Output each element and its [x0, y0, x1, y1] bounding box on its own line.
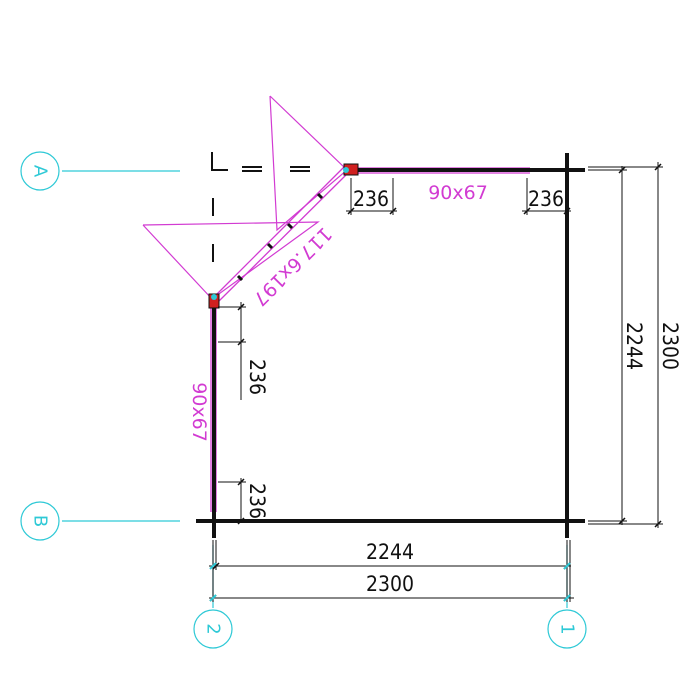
dim-label-top-left: 236 — [353, 187, 389, 211]
hidden-corner-tick — [211, 152, 228, 171]
tick-1 — [347, 207, 355, 215]
diagonal-tick-3 — [286, 222, 294, 230]
structural-walls — [196, 153, 585, 538]
hidden-corner-lines — [211, 152, 310, 262]
diagonal-ticks — [236, 192, 324, 282]
dim-label-bottom-outer: 2300 — [366, 572, 414, 596]
tick-11 — [654, 163, 662, 171]
tick-10 — [618, 517, 626, 525]
grid-label-2: 2 — [203, 623, 224, 634]
node-marker-top — [343, 167, 349, 173]
timber-members — [210, 166, 530, 512]
leader-triangle-upper — [269, 95, 348, 232]
tick-3 — [523, 207, 531, 215]
node-marker-left — [211, 294, 217, 300]
tick-9 — [618, 166, 626, 174]
grid-tick-1-a — [563, 562, 571, 570]
diagonal-beam-outline-a — [213, 166, 345, 298]
grid-bubble-b — [20, 501, 60, 541]
grid-label-a: A — [30, 165, 51, 178]
tick-7 — [237, 478, 245, 486]
dim-label-top-right: 236 — [528, 187, 564, 211]
diagonal-tick-4 — [316, 192, 324, 200]
grid-dimension-ticks — [209, 562, 571, 602]
diagonal-tick-2 — [266, 242, 274, 250]
dim-label-left-upper: 236 — [245, 359, 269, 395]
grid-bubble-1 — [547, 609, 587, 649]
grid-tick-1-b — [563, 594, 571, 602]
tick-5 — [237, 303, 245, 311]
grid-bubble-2 — [193, 609, 233, 649]
member-label-top-beam: 90x67 — [428, 182, 488, 204]
dim-label-left-lower: 236 — [245, 483, 269, 519]
dim-label-right-outer: 2300 — [658, 322, 682, 370]
tick-6 — [237, 338, 245, 346]
leader-triangles — [142, 95, 348, 300]
leader-triangle-lower — [142, 221, 320, 300]
grid-tick-2-a — [209, 562, 217, 570]
grid-label-1: 1 — [557, 623, 578, 634]
grid-tick-2-b — [209, 594, 217, 602]
grid-label-b: B — [30, 515, 51, 527]
dimension-lines — [209, 162, 663, 602]
member-label-diagonal-beam: 117.6x197 — [248, 222, 336, 310]
tick-2 — [389, 207, 397, 215]
tick-13 — [212, 562, 220, 570]
diagonal-tick-1 — [236, 274, 244, 282]
grid-bubble-a — [20, 151, 60, 191]
dim-label-right-inner: 2244 — [622, 322, 646, 370]
diagonal-beam-outline-b — [217, 172, 349, 303]
tick-8 — [237, 517, 245, 525]
tick-4 — [563, 207, 571, 215]
member-label-left-beam: 90x67 — [188, 382, 210, 442]
grid-lines — [20, 151, 587, 649]
dim-label-bottom-inner: 2244 — [366, 540, 414, 564]
tick-12 — [654, 520, 662, 528]
